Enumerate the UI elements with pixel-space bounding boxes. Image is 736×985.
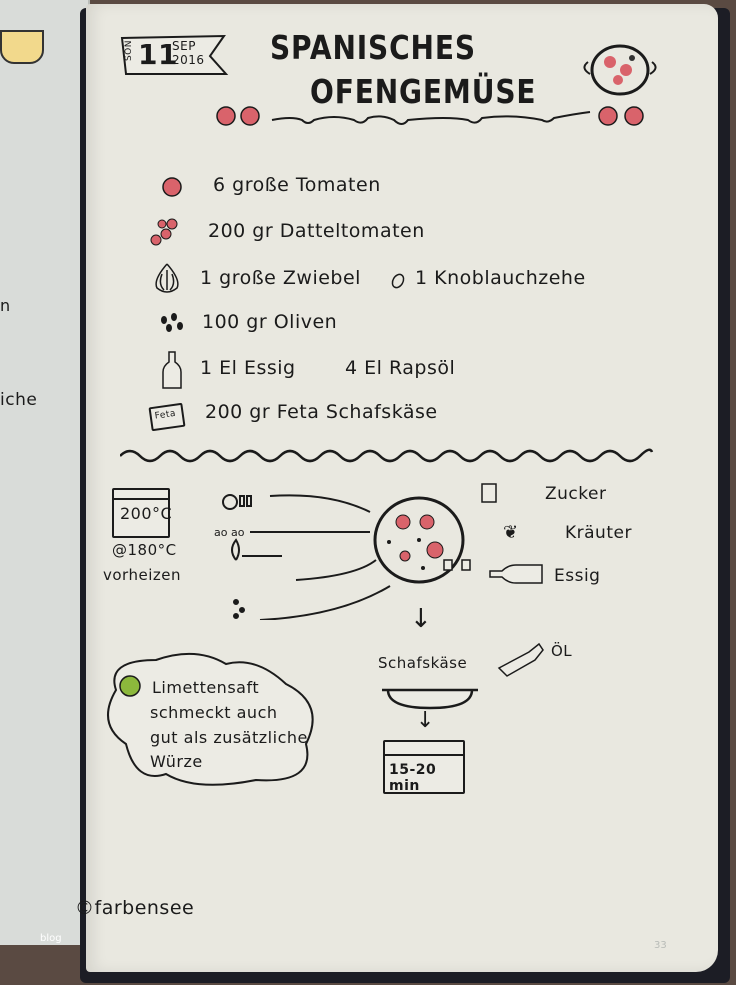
fan-temperature: @180°C — [112, 541, 177, 559]
vinegar-bottle-icon — [489, 564, 543, 584]
add-herbs-label: Kräuter — [565, 523, 632, 543]
ingredient-extra-text: 1 Knoblauchzehe — [415, 267, 586, 289]
add-sugar-label: Zucker — [545, 484, 607, 504]
seasoning-icons — [443, 483, 497, 571]
olives-icon — [161, 313, 183, 332]
oil-label: ÖL — [551, 642, 573, 660]
baking-dish-icon — [382, 688, 478, 710]
bottle-icon — [162, 351, 182, 389]
oven-icon: 200°C — [112, 488, 173, 538]
left-page-fragment: iche — [0, 390, 38, 410]
oven-timer-box: 15-20 min — [383, 740, 465, 794]
page-number: 33 — [654, 940, 667, 951]
pan-icon — [583, 44, 657, 96]
previous-page: n iche — [0, 0, 90, 945]
tomato-icon — [162, 177, 182, 197]
date-weekday: SON — [124, 40, 134, 62]
preheat-label: vorheizen — [103, 566, 181, 584]
add-vinegar-label: Essig — [554, 566, 601, 586]
ingredient-text: 1 große Zwiebel — [200, 267, 361, 289]
tip-line: Würze — [150, 752, 203, 771]
title-line-2: OFENGEMÜSE — [310, 72, 537, 111]
tip-cloud — [107, 652, 314, 786]
tip-line: Limettensaft — [152, 678, 260, 697]
ingredient-text: 200 gr Datteltomaten — [208, 220, 425, 242]
cup-icon — [0, 30, 44, 64]
feta-icon-label: Feta — [154, 408, 177, 422]
tip-line: gut als zusätzliche — [150, 728, 308, 747]
recipe-page — [86, 4, 718, 972]
title-divider — [216, 106, 644, 126]
oil-bottle-icon — [497, 642, 544, 677]
section-divider — [120, 448, 654, 463]
cheese-label: Schafskäse — [378, 654, 468, 672]
date-year: 2016 — [172, 53, 205, 67]
ingredient-extra-text: 4 El Rapsöl — [345, 357, 456, 379]
left-page-fragment: n — [0, 296, 11, 315]
herbs-icon: ❦ — [503, 522, 519, 543]
tip-line: schmeckt auch — [150, 703, 278, 722]
pan-icon — [373, 496, 465, 584]
bake-time: 15-20 min — [389, 762, 437, 794]
onion-icon — [155, 263, 179, 293]
garlic-clove-icon — [391, 273, 405, 289]
date-banner: SON 11 SEP 2016 — [120, 34, 229, 75]
ingredient-text: 200 gr Feta Schafskäse — [205, 401, 438, 423]
date-month: SEP — [172, 39, 196, 53]
ingredient-text: 100 gr Oliven — [202, 311, 338, 333]
oven-temperature: 200°C — [120, 504, 173, 523]
svg-text:ao ao: ao ao — [214, 526, 245, 539]
ingredient-arrows: ao ao — [214, 494, 391, 620]
credit: ©farbensee — [75, 897, 195, 919]
feta-icon: Feta — [148, 402, 186, 432]
title-line-1: SPANISCHES — [270, 28, 476, 67]
ingredient-text: 1 El Essig — [200, 357, 296, 379]
ingredient-text: 6 große Tomaten — [213, 174, 381, 196]
cherry-tomatoes-icon — [150, 218, 178, 246]
date-day: 11 — [138, 38, 178, 71]
arrow-down-icon: ↓ — [410, 604, 432, 634]
blog-watermark: blog — [40, 933, 62, 944]
arrow-down-icon: ↓ — [416, 708, 435, 733]
